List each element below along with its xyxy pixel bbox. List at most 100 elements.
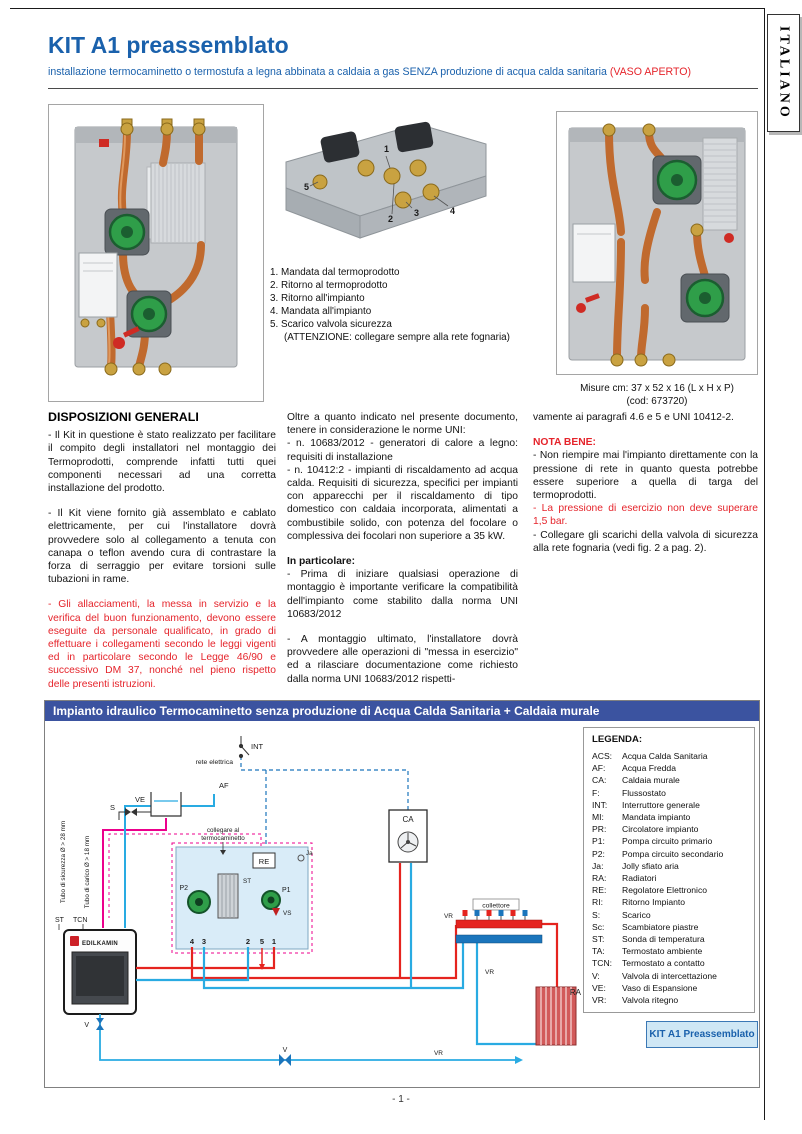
connect-label-2: termocaminetto xyxy=(201,835,245,842)
manifold-valves xyxy=(462,910,528,920)
port-3: 3 xyxy=(202,937,206,946)
legend-entry: VR: Valvola ritegno xyxy=(592,994,749,1006)
pump-top xyxy=(652,155,702,205)
legend-label: Mandata impianto xyxy=(622,812,691,823)
page-top-border xyxy=(10,8,764,9)
column-norms: Oltre a quanto indicato nel presente doc… xyxy=(287,411,518,686)
legend-entry: TA: Termostato ambiente xyxy=(592,945,749,957)
number-2: 2 xyxy=(388,214,393,224)
p1-label: P1 xyxy=(282,887,291,894)
legend-label: Vaso di Espansione xyxy=(622,982,698,993)
legend-abbr: ACS: xyxy=(592,751,613,761)
pump-p2-symbol xyxy=(187,890,211,914)
kit-a1-badge: KIT A1 Preassemblato xyxy=(646,1021,758,1048)
legend-label: Termostato a contatto xyxy=(622,958,705,969)
page-title: KIT A1 preassemblato xyxy=(48,32,289,58)
manifold: collettore xyxy=(455,898,543,944)
legend-entry: P1: Pompa circuito primario xyxy=(592,835,749,847)
legend-abbr: TCN: xyxy=(592,958,613,969)
air-vent-symbol xyxy=(297,854,305,862)
legend-abbr: AF: xyxy=(592,763,606,774)
red-valve-handles xyxy=(576,233,734,313)
norms-item-3: - Prima di iniziare qualsiasi operazione… xyxy=(287,569,518,620)
control-box xyxy=(572,223,616,283)
vr-label-1: VR xyxy=(444,913,453,920)
page-right-border xyxy=(764,8,765,1120)
kit-dimensions-caption: Misure cm: 37 x 52 x 16 (L x H x P) (cod… xyxy=(548,382,766,408)
legend-entry: V: Valvola di intercettazione xyxy=(592,970,749,982)
norms-intro: Oltre a quanto indicato nel presente doc… xyxy=(287,412,518,437)
edilkamin-flame-icon xyxy=(70,936,79,946)
norms-item-4: - A montaggio ultimato, l'installatore d… xyxy=(287,634,518,685)
legend-abbr: RA: xyxy=(592,873,607,884)
legend-abbr: V: xyxy=(592,970,600,981)
legend-entry: TCN: Termostato a contatto xyxy=(592,957,749,969)
legend-abbr: CA: xyxy=(592,775,607,786)
drain-arrow xyxy=(515,1056,523,1064)
v-label-2: V xyxy=(283,1047,288,1054)
shutoff-valve-1 xyxy=(96,1018,104,1030)
legend-abbr: Sc: xyxy=(592,921,605,932)
port-5: 5 xyxy=(260,937,264,946)
pump-top-2 xyxy=(394,121,434,153)
legend-abbr: P2: xyxy=(592,848,605,859)
notes-paragraph-2: - La pressione di esercizio non deve sup… xyxy=(533,503,758,528)
ra-label: RA xyxy=(570,988,582,997)
number-5: 5 xyxy=(304,182,309,192)
st-label-outer: ST xyxy=(55,917,65,924)
legend-entry: P2: Pompa circuito secondario xyxy=(592,848,749,860)
legend-label: Pompa circuito secondario xyxy=(622,848,724,859)
re-label: RE xyxy=(259,857,269,866)
general-paragraph-1: - Il Kit in questione è stato realizzato… xyxy=(48,430,276,495)
safety-pipe xyxy=(102,818,167,928)
legend-entry: RA: Radiatori xyxy=(592,872,749,884)
legend-entry: Ja: Jolly sfiato aria xyxy=(592,860,749,872)
brass-fittings xyxy=(602,123,704,367)
legend-label: Acqua Fredda xyxy=(622,763,676,774)
connect-label-1: collegare al xyxy=(207,827,239,834)
legend-label: Sonda di temperatura xyxy=(622,934,705,945)
norms-item-1: - n. 10683/2012 - generatori di calore a… xyxy=(287,438,518,463)
legend-abbr: ST: xyxy=(592,934,605,945)
figure-callout: 1. Mandata dal termoprodotto xyxy=(270,267,400,278)
legend-label: Regolatore Elettronico xyxy=(622,885,708,896)
figure-callout: 5. Scarico valvola sicurezza xyxy=(270,319,392,330)
legend-label: Caldaia murale xyxy=(622,775,680,786)
drain-line xyxy=(99,1014,515,1061)
legend-abbr: P1: xyxy=(592,836,605,847)
kit-photo-side xyxy=(556,111,758,375)
legend-abbr: VR: xyxy=(592,995,607,1006)
radiator xyxy=(535,986,577,1046)
figure-callout: 4. Mandata all'impianto xyxy=(270,306,372,317)
vessel-drain-valve xyxy=(118,808,151,820)
pump-primary xyxy=(104,208,150,256)
expansion-vessel xyxy=(150,792,182,817)
st-label-inner: ST xyxy=(243,878,251,885)
pump-bottom xyxy=(680,273,730,323)
notes-continuation: vamente ai paragrafi 4.6 e 5 e UNI 10412… xyxy=(533,412,734,423)
red-valve-handles xyxy=(99,139,140,349)
legend-abbr: INT: xyxy=(592,799,608,810)
notes-paragraph-3: - Collegare gli scarichi della valvola d… xyxy=(533,529,758,554)
af-label: AF xyxy=(219,781,229,790)
legend-entry: CA: Caldaia murale xyxy=(592,774,749,786)
legend-entry: F: Flussostato xyxy=(592,787,749,799)
ca-label: CA xyxy=(402,815,414,824)
legend-abbr: VE: xyxy=(592,982,606,993)
figure-callout: 3. Ritorno all'impianto xyxy=(270,293,365,304)
language-tab: ITALIANO xyxy=(767,14,800,132)
return-pipes xyxy=(136,863,536,1046)
legend-label: Termostato ambiente xyxy=(622,946,703,957)
p2-label: P2 xyxy=(179,885,188,892)
legend-abbr: F: xyxy=(592,787,600,798)
scarico-label: S xyxy=(110,803,115,812)
brass-connection-valves xyxy=(312,159,440,209)
legend-label: Ritorno Impianto xyxy=(622,897,686,908)
legend-abbr: RE: xyxy=(592,885,607,896)
subtitle-text: installazione termocaminetto o termostuf… xyxy=(48,66,610,78)
norms-subhead: In particolare: xyxy=(287,556,356,568)
general-paragraph-3: - Gli allacciamenti, la messa in servizi… xyxy=(48,599,276,690)
callout-leaders xyxy=(309,155,449,215)
column-notes: vamente ai paragrafi 4.6 e 5 e UNI 10412… xyxy=(533,411,758,555)
